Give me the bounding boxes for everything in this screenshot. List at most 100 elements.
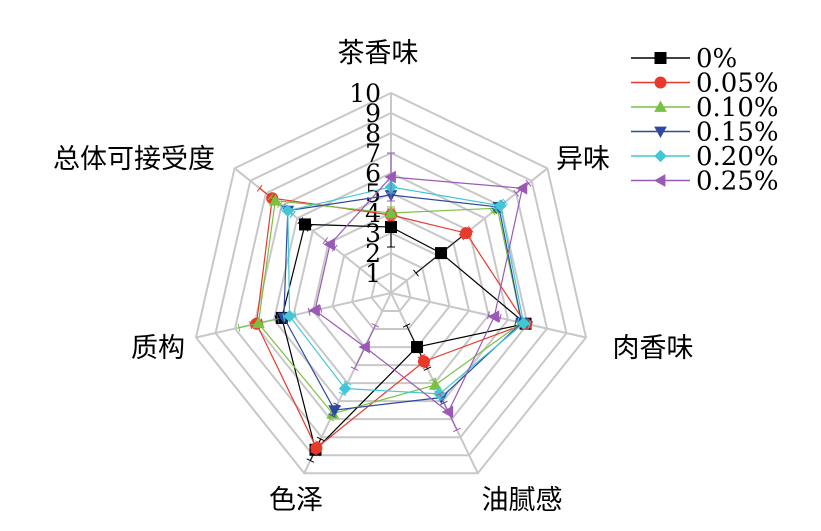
grid-ring-5 [292, 191, 490, 385]
data-point [384, 206, 398, 218]
axis-label: 油腻感 [482, 485, 563, 516]
legend-item: 0% [631, 44, 737, 74]
grid-ring-7 [253, 151, 529, 421]
error-bar-cap [492, 205, 499, 213]
error-bar-cap [316, 436, 325, 442]
legend-item: 0.20% [631, 142, 779, 172]
data-point [411, 341, 424, 354]
data-point [441, 405, 454, 419]
tick-label: 2 [365, 239, 381, 268]
data-point [308, 304, 320, 317]
error-bar-cap [487, 311, 490, 320]
data-point [384, 170, 396, 184]
legend-label: 0.20% [696, 142, 779, 172]
data-point [298, 218, 311, 231]
data-point [358, 340, 370, 354]
grid-ring-10 [194, 91, 588, 475]
error-bar-cap [513, 189, 519, 197]
error-bar-cap [467, 225, 474, 233]
error-bar-cap [294, 310, 297, 319]
error-bar-cap [435, 391, 444, 397]
legend-label: 0.10% [696, 93, 779, 123]
error-bar-cap [530, 320, 533, 330]
error-bar-cap [237, 323, 241, 332]
error-bar-cap [282, 313, 286, 322]
data-point [460, 227, 473, 240]
grid-ring-9 [214, 111, 568, 457]
data-point [487, 310, 500, 323]
legend-label: 0% [696, 44, 737, 74]
error-bar-cap [319, 304, 323, 314]
error-bar-cap [423, 366, 432, 371]
error-bar-cap [338, 391, 347, 397]
grid-ring-8 [233, 131, 549, 439]
legend-label: 0.15% [696, 118, 779, 148]
legend-marker [653, 174, 666, 187]
error-bar-cap [267, 193, 274, 201]
series-line [314, 176, 524, 413]
tick-label: 8 [365, 119, 381, 148]
axis-label: 总体可接受度 [53, 144, 215, 175]
error-bar-cap [343, 380, 352, 386]
error-bar-cap [289, 210, 296, 218]
error-bar-cap [256, 184, 263, 192]
data-point [310, 441, 323, 454]
data-point [435, 247, 448, 260]
chart-legend: 0%0.05%0.10%0.15%0.20%0.25% [631, 44, 779, 197]
legend-item: 0.15% [631, 118, 779, 148]
data-point [494, 199, 507, 212]
series-line [257, 200, 523, 415]
tick-label: 9 [365, 99, 381, 128]
error-bar-cap [453, 427, 461, 433]
error-bar-cap [417, 353, 426, 359]
tick-label: 10 [349, 79, 381, 108]
series-5 [307, 152, 532, 433]
series-4 [280, 180, 531, 402]
series-line [281, 223, 527, 451]
grid-ring-4 [311, 211, 471, 367]
tick-label: 7 [365, 139, 381, 168]
axis-label: 异味 [556, 144, 610, 175]
legend-marker [654, 100, 667, 112]
data-point [417, 355, 430, 368]
grid-ring-6 [272, 171, 510, 403]
axis-label: 色泽 [269, 485, 323, 516]
error-bar-cap [528, 320, 531, 329]
error-bar-cap [516, 317, 520, 326]
error-bar-cap [413, 269, 419, 277]
data-point [515, 181, 528, 195]
error-bar-cap [371, 323, 380, 328]
data-point [328, 405, 341, 417]
legend-marker [654, 76, 667, 89]
radar-grid [194, 91, 588, 475]
data-point [338, 382, 352, 395]
error-bar-cap [491, 207, 498, 215]
data-point [281, 204, 295, 217]
legend-item: 0.10% [631, 93, 779, 123]
error-bar-cap [307, 307, 311, 316]
axis-label: 茶香味 [338, 38, 419, 69]
legend-marker [654, 149, 667, 163]
grid-ring-1 [370, 271, 412, 312]
data-point [283, 309, 296, 323]
legend-label: 0.25% [696, 167, 779, 197]
error-bar-cap [502, 198, 508, 206]
data-point [517, 317, 530, 330]
error-bar-cap [525, 179, 532, 187]
tick-label: 1 [365, 259, 381, 288]
data-point [252, 316, 265, 329]
data-point [268, 194, 282, 206]
error-bar-cap [350, 366, 359, 371]
radar-series-layer [237, 152, 533, 463]
error-bar-cap [498, 313, 502, 322]
series-line [283, 194, 523, 411]
axis-label: 质构 [131, 333, 185, 364]
legend-marker [654, 126, 667, 139]
error-bar-cap [306, 458, 315, 463]
series-line [255, 197, 527, 449]
series-line [287, 186, 525, 395]
tick-label: 4 [365, 199, 381, 228]
